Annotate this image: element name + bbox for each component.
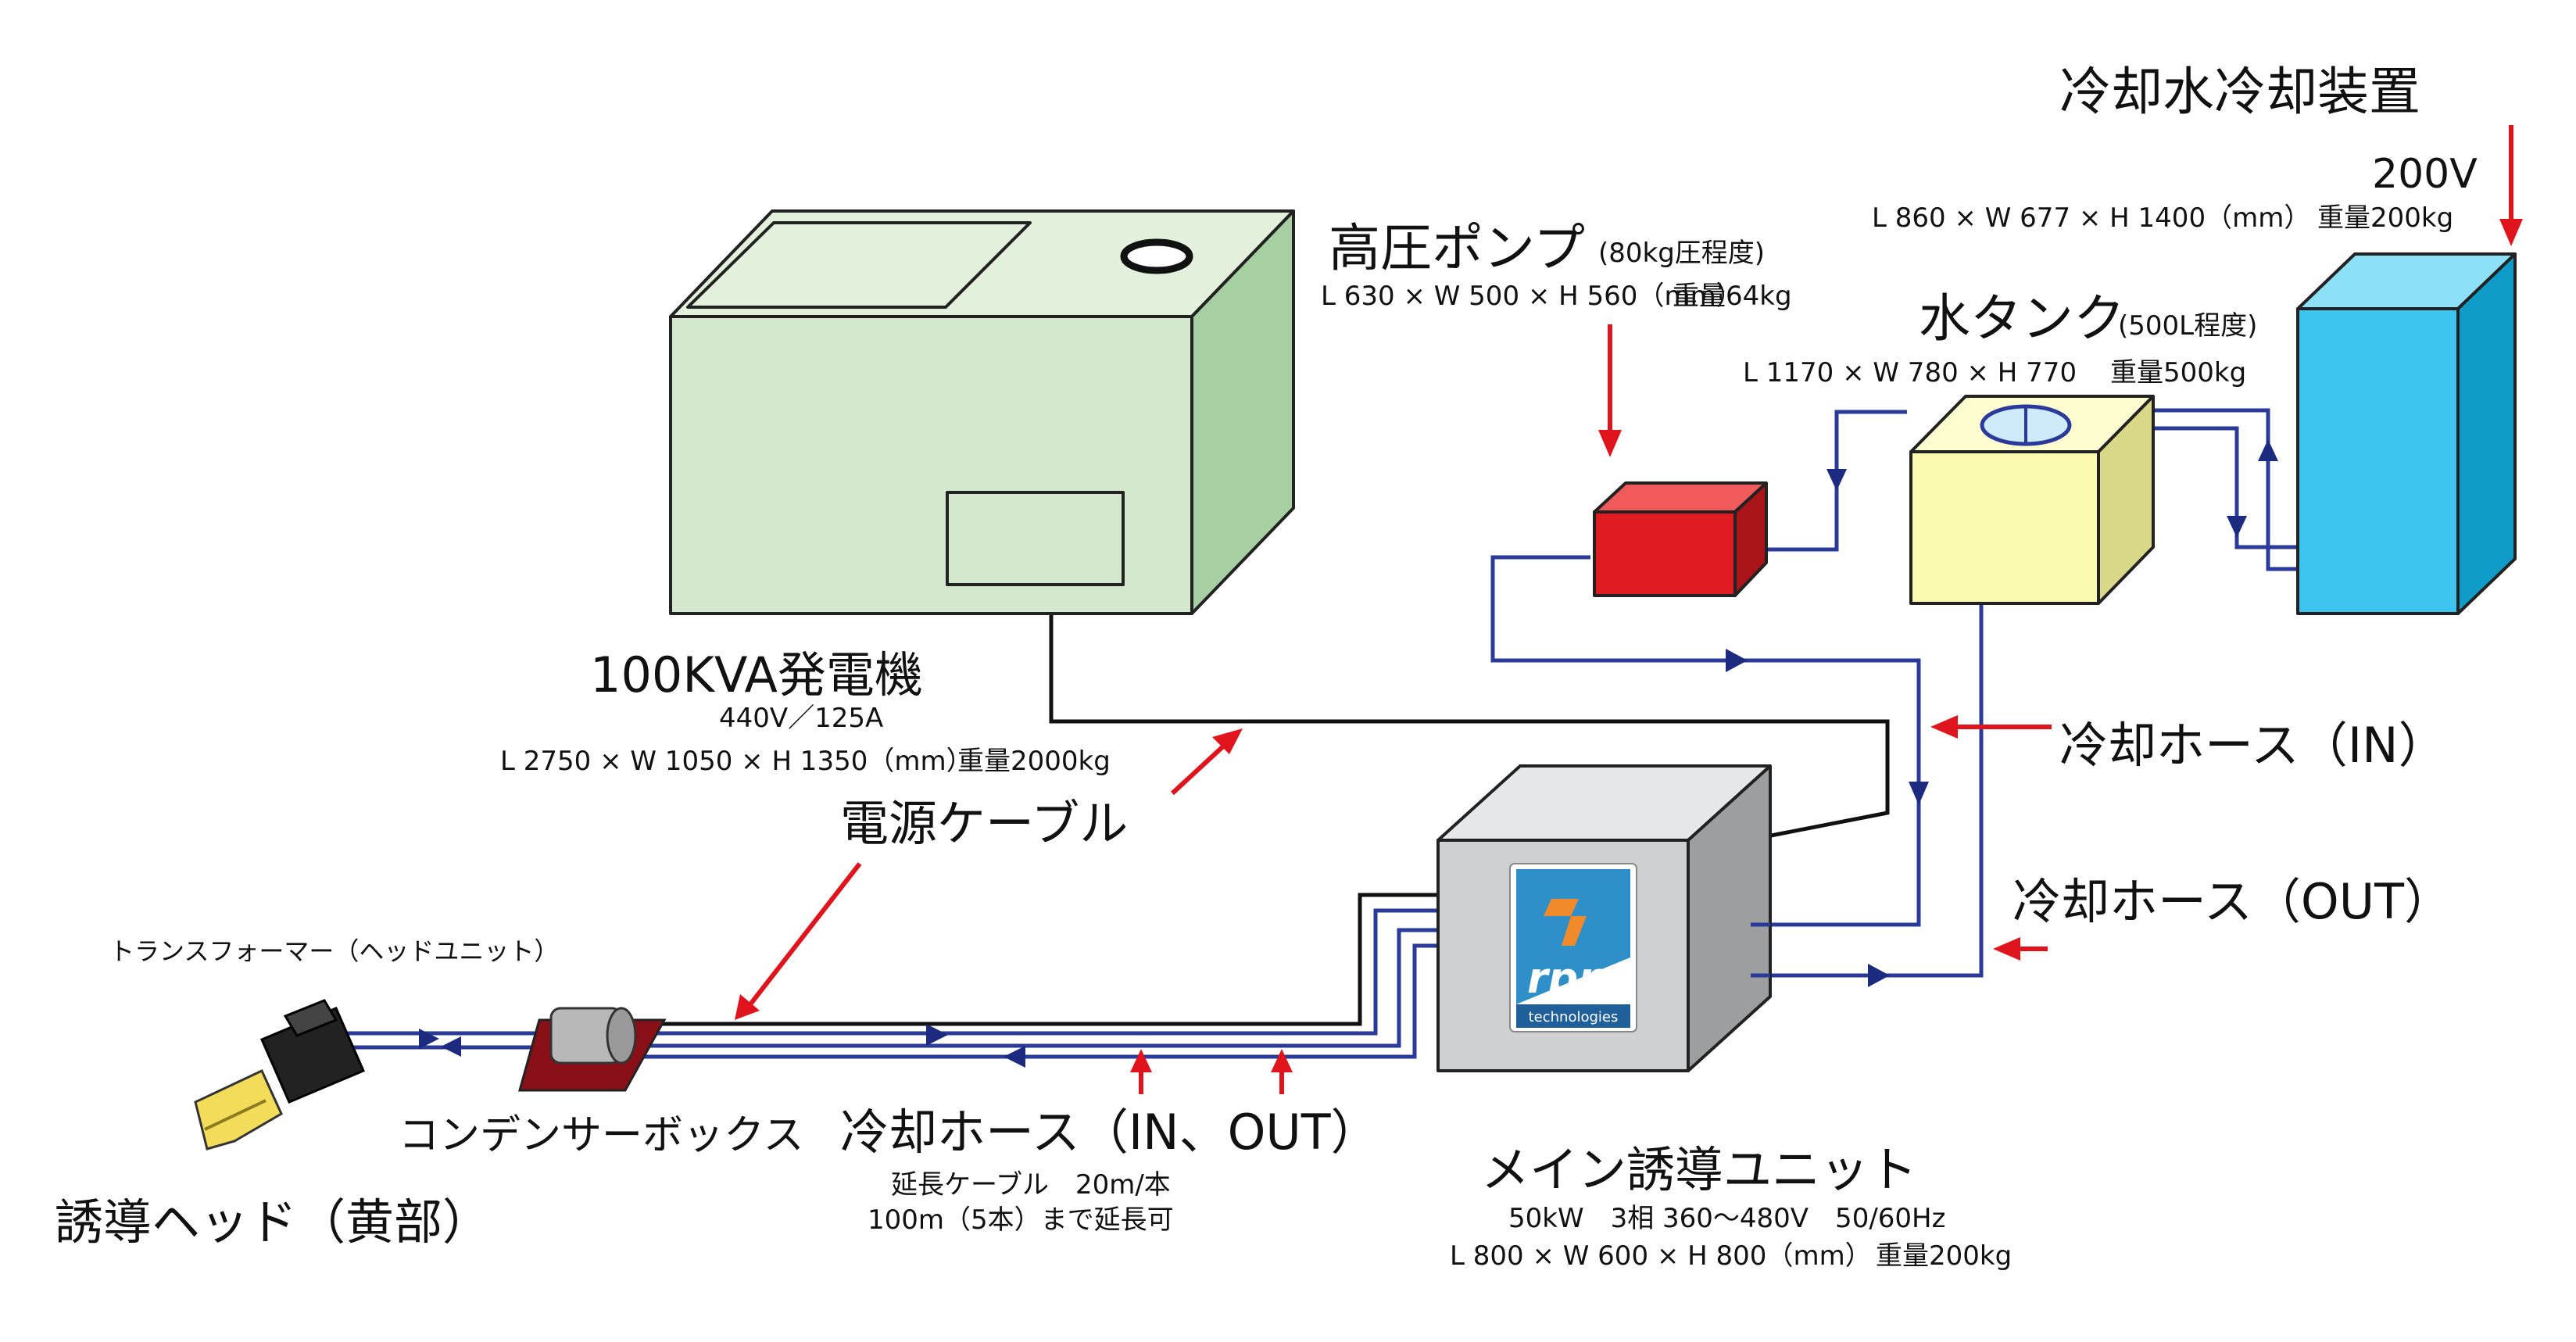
power-cable-arrow-up-head [1212,728,1243,754]
hose-in-label: 冷却ホース（IN） [2059,717,2447,774]
power-cable-arrow-down-line [748,862,862,1006]
pump-title: 高圧ポンプ [1329,218,1585,278]
tank-front-face [1909,450,2100,605]
extension-hose-outer [625,893,1438,1026]
hose-out-label: 冷却ホース（OUT） [2012,873,2453,930]
tank-note: (500L程度) [2118,310,2257,342]
pump-front-face [1593,510,1737,597]
chiller-side-face [2456,252,2517,615]
power-cable-arrow-down-head [735,994,760,1020]
chiller-weight: 重量200kg [2317,202,2453,234]
water-tank [1909,395,2155,605]
chiller-title: 冷却水冷却装置 [2059,62,2420,122]
flow-arrow [1909,782,1929,805]
capacitor-box-icon [518,1007,667,1092]
chiller-front-face [2296,307,2460,615]
generator-front-face [669,315,1193,615]
ext-hose-arrow1-head [1130,1049,1152,1072]
flow-arrow [926,1024,948,1046]
tank-dims: L 1170 × W 780 × H 770 [1743,357,2077,388]
ext-hose-arrow2-head [1271,1049,1293,1072]
generator-cap-icon [1120,238,1193,274]
pump-arrow-head [1598,430,1622,457]
flow-arrow [1004,1046,1025,1068]
hose-out-arrow-head [1993,937,2020,961]
generator-weight: 重量2000kg [957,746,1111,777]
power-cable-label: 電源ケーブル [840,795,1128,852]
capacitor-end [606,1007,637,1065]
head-label: 誘導ヘッド（黄部） [55,1193,491,1251]
generator [669,209,1295,615]
main-unit-title: メイン誘導ユニット [1481,1141,1917,1198]
generator-dims: L 2750 × W 1050 × H 1350（mm） [500,746,973,777]
rpr-technologies-logo: rpr technologies [1509,863,1637,1032]
head-coil [194,1068,283,1151]
generator-control-panel [946,491,1125,586]
logo-text: rpr [1527,954,1601,1003]
flow-arrow [419,1029,439,1049]
pump-note: (80kg圧程度) [1598,238,1765,269]
main-unit-weight: 重量200kg [1876,1240,2012,1272]
main-unit-spec: 50kW 3相 360〜480V 50/60Hz [1508,1203,1945,1234]
callout-arrows [735,125,2523,1094]
pump [1593,481,1768,597]
flow-arrow [441,1036,461,1057]
extension-hose-1 [625,908,1438,1036]
generator-top-panel [686,221,1032,309]
chiller-arrow-head [2499,219,2523,246]
hose-in-arrow-head [1930,715,1958,739]
generator-spec: 440V／125A [719,703,883,734]
flow-arrow [1868,964,1890,987]
logo-subtext: technologies [1529,1009,1619,1025]
chiller-to-tank-pipe [2114,408,2298,571]
power-cable-arrow-up-line [1170,744,1225,796]
flow-arrows [419,439,2278,1068]
tank-weight: 重量500kg [2110,357,2246,388]
labels: 冷却水冷却装置 200V L 860 × W 677 × H 1400（mm） … [55,62,2478,1272]
extension-line2: 100m（5本）まで延長可 [868,1204,1174,1236]
main-unit: rpr technologies [1436,764,1772,1072]
condenser-label: コンデンサーボックス [399,1112,803,1159]
induction-head-icon [194,999,365,1151]
transformer-handle [283,999,338,1037]
extension-title: 冷却ホース（IN、OUT） [840,1104,1379,1161]
pump-to-tank-pipe [1751,410,1907,552]
extension-line1: 延長ケーブル 20m/本 [891,1169,1171,1201]
return-to-tank-pipe [1766,428,1984,978]
generator-title: 100KVA発電機 [590,646,923,703]
chiller-voltage: 200V [2372,151,2478,198]
power-cable-line [1049,582,1890,845]
chiller-dims: L 860 × W 677 × H 1400（mm） [1872,202,2310,234]
main-unit-dims: L 800 × W 600 × H 800（mm） [1450,1240,1872,1272]
flow-arrow [2258,439,2278,461]
pump-weight: 重量64kg [1673,281,1792,312]
transformer-label: トランスフォーマー（ヘッドユニット） [109,936,559,966]
pump-dims: L 630 × W 500 × H 560（mm） [1321,281,1743,312]
extension-hose-2 [625,928,1438,1048]
tank-title: 水タンク [1919,288,2125,349]
flow-arrow [1826,469,1847,491]
chiller [2296,252,2517,615]
flow-arrow [1726,649,1748,672]
pump-inlet-pipe [1490,555,1921,927]
flow-arrow [2227,516,2247,538]
